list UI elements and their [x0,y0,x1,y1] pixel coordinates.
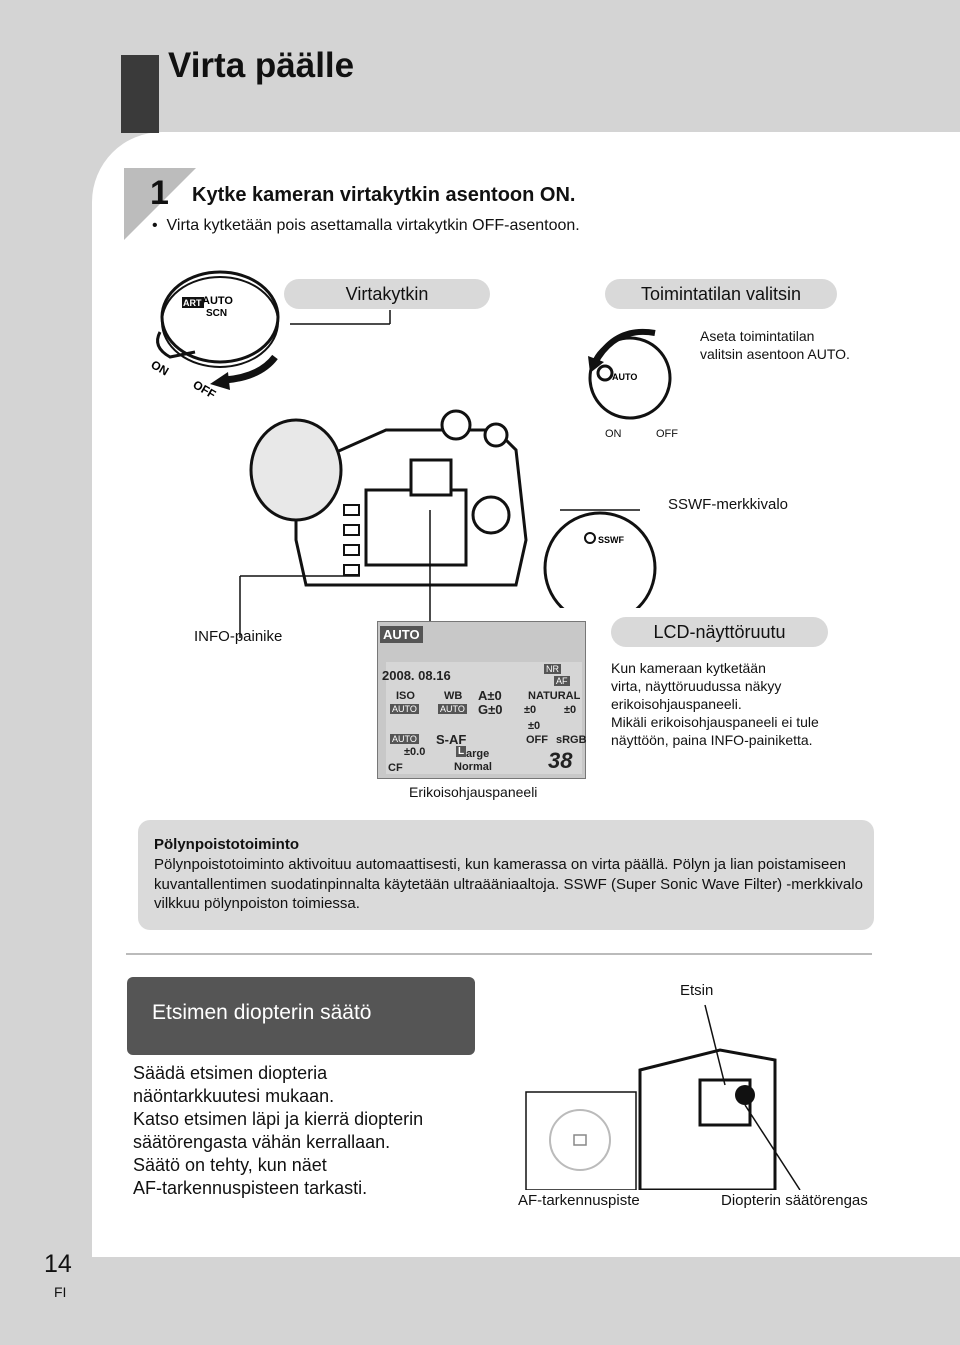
step-heading: Kytke kameran virtakytkin asentoon ON. [192,184,575,207]
sswf-text: SSWF [598,535,625,545]
diopter-illustration [520,1000,890,1190]
af-point-mark [574,1135,586,1145]
page-footer-band [92,1257,960,1345]
viewfinder-label: Etsin [680,982,713,999]
lcd-iso-val: AUTO [390,704,419,714]
on-marking: ON [149,357,172,378]
lcd-af: AF [554,676,570,686]
step-number: 1 [150,174,169,213]
lcd-quality: Normal [454,761,492,773]
title-marker [121,55,159,133]
lcd-note-line-5: näyttöön, paina INFO-painiketta. [611,731,819,749]
info-button-label: INFO-painike [194,628,282,645]
diopter-ring-label: Diopterin säätörengas [721,1192,868,1209]
lcd-wb: WB [444,690,462,702]
mode-dial-note-line1: Aseta toimintatilan [700,327,814,345]
page-number: 14 [44,1250,72,1279]
diopter-body-line-3: Katso etsimen läpi ja kierrä diopterin [133,1108,463,1131]
af-point-label: AF-tarkennuspiste [518,1192,640,1209]
mode-dial-note-line2: valitsin asentoon AUTO. [700,345,850,363]
af-point-circle [550,1110,610,1170]
lcd-iso: ISO [396,690,415,702]
lcd-flash-val: AUTO [390,734,419,744]
dial-scn-text: SCN [206,308,227,319]
off-marking: OFF [191,377,219,401]
lcd-size: arge [466,748,489,760]
section-divider [126,953,872,955]
diopter-title: Etsimen diopterin säätö [152,1001,371,1025]
step-bullet: • Virta kytketään pois asettamalla virta… [152,217,580,235]
lcd-size-letter: L [456,746,466,757]
lcd-face: OFF [526,734,548,746]
diopter-body-line-5: Säätö on tehty, kun näet [133,1154,463,1177]
lcd-date: 2008. 08.16 [382,668,451,683]
dial-off-label: OFF [656,428,678,440]
lcd-label: LCD-näyttöruutu [611,617,828,647]
super-panel-label: Erikoisohjauspaneeli [409,783,537,801]
lcd-note-line-2: virta, näyttöruudussa näkyy [611,677,819,695]
diopter-body-line-2: näöntarkkuutesi mukaan. [133,1085,463,1108]
lcd-g-comp: G±0 [478,702,502,717]
lcd-note-line-3: erikoisohjauspaneeli. [611,695,819,713]
lcd-picture-mode: NATURAL [528,690,580,702]
dust-note-title: Pölynpoistotoiminto [154,836,299,853]
super-control-panel: AUTO 2008. 08.16 NR AF ISO AUTO WB AUTO … [377,621,586,779]
lcd-wb-val: AUTO [438,704,467,714]
dial-auto-text: AUTO [202,295,233,307]
diopter-body-line-1: Säädä etsimen diopteria [133,1062,463,1085]
step-bullet-text: Virta kytketään pois asettamalla virtaky… [167,217,580,234]
lcd-a-comp: A±0 [478,688,502,703]
page-language: FI [54,1284,66,1300]
lcd-inner-panel: 2008. 08.16 NR AF ISO AUTO WB AUTO A±0 G… [386,662,582,774]
sswf-lamp-label: SSWF-merkkivalo [668,496,788,513]
lcd-shots: 38 [548,748,572,774]
diopter-ring-detail [735,1085,755,1105]
page-title: Virta päälle [168,46,354,86]
lcd-contrast: ±0 [564,704,576,716]
lcd-note-line-4: Mikäli erikoisohjauspaneeli ei tule [611,713,819,731]
dust-note-body: Pölynpoistotoiminto aktivoituu automaatt… [154,855,866,914]
sswf-detail-illustration: SSWF [530,493,670,608]
lcd-note: Kun kameraan kytketään virta, näyttöruud… [611,659,819,749]
lcd-card: CF [388,762,403,774]
af-point-frame [526,1092,636,1190]
lcd-note-line-1: Kun kameraan kytketään [611,659,819,677]
lcd-mode: AUTO [380,626,423,643]
diopter-body-line-6: AF-tarkennuspisteen tarkasti. [133,1177,463,1200]
lcd-nr: NR [544,664,561,674]
lcd-ev: ±0.0 [404,746,425,758]
sswf-dial [545,513,655,608]
page-margin [0,0,92,1345]
diopter-body: Säädä etsimen diopteria näöntarkkuutesi … [133,1062,463,1200]
dial-art-text: ART [183,298,202,308]
lcd-color-space: sRGB [556,734,587,746]
lcd-af-mode: S-AF [436,732,466,747]
diopter-body-line-4: säätörengasta vähän kerrallaan. [133,1131,463,1154]
lcd-sharpness: ±0 [524,704,536,716]
lcd-gradation: ±0 [528,720,540,732]
